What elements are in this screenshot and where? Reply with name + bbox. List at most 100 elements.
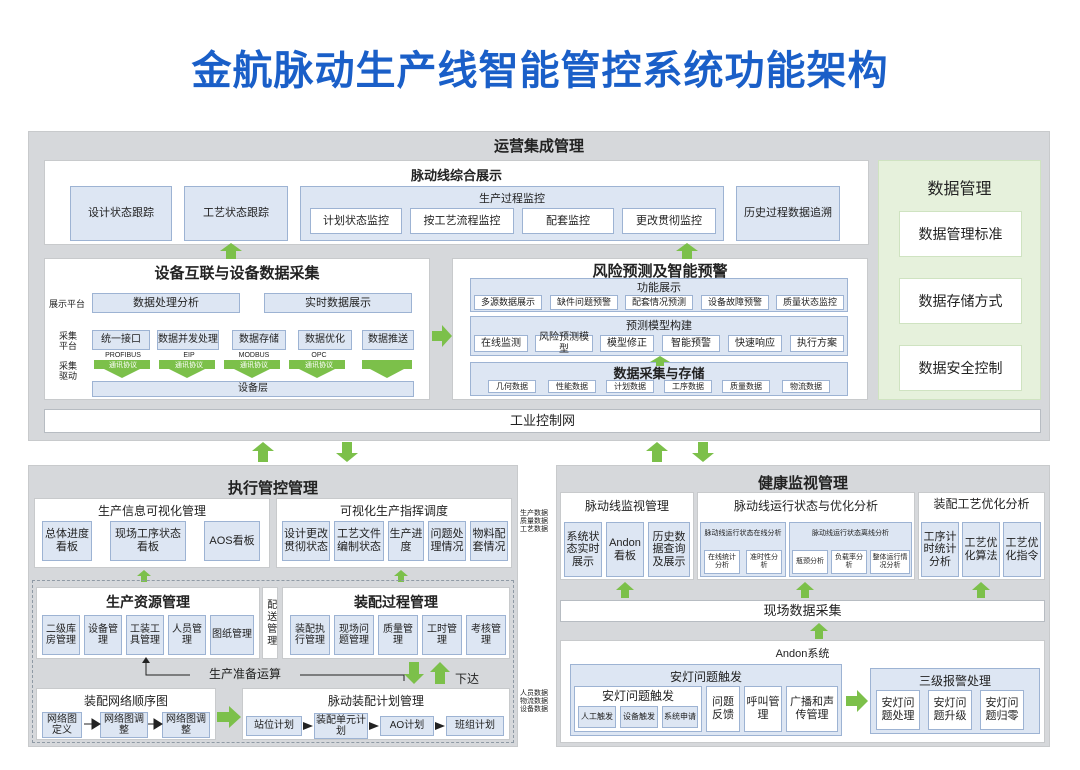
model-title: 预测模型构建 (626, 320, 692, 332)
data-store-title: 数据采集与存储 (613, 366, 705, 381)
right-arrow (846, 690, 868, 712)
design-track: 设计状态跟踪 (70, 186, 172, 241)
up-arrow (796, 582, 814, 598)
collect-item: 数据存储 (232, 330, 286, 350)
collect-platform-label: 采集平台 (58, 331, 77, 351)
collect-driver-label: 采集驱动 (58, 361, 77, 381)
resource-item: 图纸管理 (210, 615, 254, 655)
assembly-item: 装配执行管理 (290, 615, 330, 655)
trigger-item: 设备触发 (620, 706, 658, 728)
trigger-item: 系统申请 (662, 706, 698, 728)
data-store-item: 几何数据 (488, 380, 536, 393)
up-arrow (972, 582, 990, 598)
visual-item: 现场工序状态看板 (110, 521, 186, 561)
display-platform-label: 展示平台 (48, 299, 85, 309)
offline-item: 瓶颈分析 (792, 550, 828, 574)
health-title: 健康监视管理 (757, 475, 848, 492)
assembly-item: 考核管理 (466, 615, 506, 655)
up-arrow (394, 570, 408, 582)
protocol-arrow (159, 360, 215, 378)
collect-item: 数据优化 (298, 330, 352, 350)
network-seq-title: 装配网络顺序图 (83, 694, 168, 708)
side-note-bottom: 物流数据 (520, 698, 548, 705)
visual-item: AOS看板 (204, 521, 260, 561)
side-note-top: 工艺数据 (520, 526, 548, 533)
model-item: 快速响应 (728, 335, 782, 352)
pulse-mon-item: 历史数据查询及展示 (648, 522, 690, 577)
right-arrow (432, 325, 452, 347)
andon-title: Andon系统 (775, 648, 830, 660)
data-store-item: 质量数据 (722, 380, 770, 393)
resource-title: 生产资源管理 (106, 594, 190, 610)
prep-label: 生产准备运算 (190, 665, 300, 682)
online-item: 在线统计分析 (704, 550, 740, 574)
func-item: 质量状态监控 (776, 295, 844, 310)
down-arrow (336, 442, 358, 462)
data-mgmt-item: 数据管理标准 (899, 211, 1022, 257)
protocol-name: OPC (311, 352, 327, 359)
model-panel (470, 316, 848, 356)
right-arrow (217, 706, 241, 728)
down-arrow (404, 662, 424, 684)
history-trace: 历史过程数据追溯 (736, 186, 840, 241)
assembly-item: 现场问题管理 (334, 615, 374, 655)
visual-item: 总体进度看板 (42, 521, 92, 561)
assembly-item: 工时管理 (422, 615, 462, 655)
online-title: 脉动线运行状态在线分析 (704, 530, 782, 537)
arrow-connector (369, 722, 379, 730)
industrial-network: 工业控制网 (44, 409, 1041, 433)
resource-item: 设备管理 (84, 615, 122, 655)
data-mgmt-item: 数据存储方式 (899, 278, 1022, 324)
model-item: 执行方案 (790, 335, 844, 352)
monitor-item: 更改贯彻监控 (622, 208, 716, 234)
plan-item: 班组计划 (446, 716, 504, 736)
up-arrow (220, 243, 242, 259)
trigger-inner-title: 安灯问题触发 (601, 689, 674, 703)
visual-title: 生产信息可视化管理 (97, 504, 206, 518)
arrow-connector (435, 722, 445, 730)
up-arrow (430, 662, 450, 684)
side-note-top: 质量数据 (520, 518, 548, 525)
down-arrow (692, 442, 714, 462)
arrow-connector (148, 718, 163, 730)
ops-title: 运营集成管理 (493, 138, 584, 155)
network-seq-item: 网络图定义 (42, 712, 82, 738)
network-seq-item: 网络图调整 (100, 712, 148, 738)
data-mgmt-title: 数据管理 (927, 181, 992, 198)
exec-title: 执行管控管理 (227, 480, 318, 497)
monitor-title: 生产过程监控 (479, 193, 545, 205)
online-item: 准时性分析 (746, 550, 782, 574)
protocol-arrow (362, 360, 412, 378)
pulse-mon-title: 脉动线监视管理 (584, 499, 669, 513)
network-seq-item: 网络图调整 (162, 712, 210, 738)
trigger-title: 安灯问题触发 (669, 670, 742, 684)
data-mgmt-item: 数据安全控制 (899, 345, 1022, 391)
dispatch-title: 可视化生产指挥调度 (339, 504, 448, 518)
monitor-item: 计划状态监控 (310, 208, 402, 234)
side-note-top: 生产数据 (520, 510, 548, 517)
data-store-item: 性能数据 (548, 380, 596, 393)
protocol-sub: 通讯协议 (305, 362, 333, 369)
dispatch-item: 生产进度 (388, 521, 424, 561)
up-arrow (252, 442, 274, 462)
resource-item: 工装工具管理 (126, 615, 164, 655)
collect-item: 数据并发处理 (157, 330, 219, 350)
protocol-sub: 通讯协议 (175, 362, 203, 369)
run-title: 脉动线运行状态与优化分析 (733, 499, 878, 513)
func-item: 设备故障预警 (701, 295, 769, 310)
collect-item: 统一接口 (92, 330, 150, 350)
resource-item: 人员管理 (168, 615, 206, 655)
model-item: 在线监测 (474, 335, 528, 352)
monitor-item: 配套监控 (522, 208, 614, 234)
craft-item: 工艺优化指令 (1003, 522, 1041, 577)
side-note-bottom: 人员数据 (520, 690, 548, 697)
model-item: 风险预测模型 (535, 332, 593, 355)
assembly-item: 质量管理 (378, 615, 418, 655)
craft-track: 工艺状态跟踪 (184, 186, 288, 241)
up-arrow (676, 243, 698, 259)
dispatch-item: 工艺文件编制状态 (334, 521, 384, 561)
offline-title: 脉动线运行状态离线分析 (812, 530, 889, 537)
up-arrow (137, 570, 151, 582)
offline-item: 整体运行情况分析 (870, 550, 910, 574)
trigger-action: 广播和声传管理 (786, 686, 838, 732)
